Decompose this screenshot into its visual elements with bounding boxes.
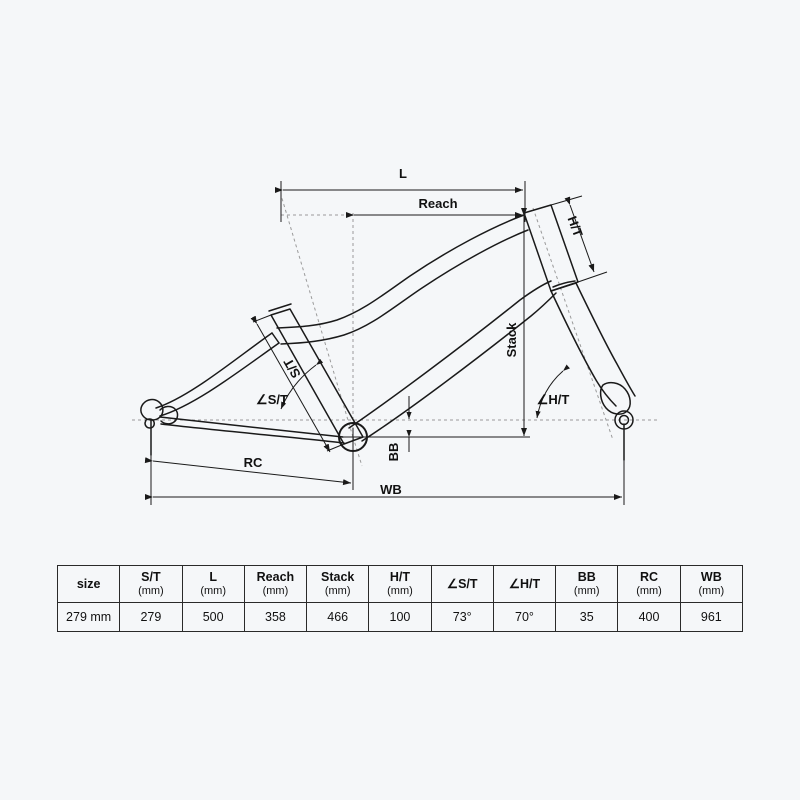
col-bb: BB (mm) (555, 565, 619, 603)
col-size: size (56, 565, 121, 603)
col-st: S/T (mm) (119, 565, 183, 603)
col-st-unit: (mm) (138, 584, 164, 597)
seat-tube-axis-lower (352, 436, 363, 467)
down-tube (348, 280, 557, 442)
cell-st-angle: 73° (430, 602, 494, 632)
cell-stack: 466 (306, 602, 370, 632)
cell-wb: 961 (679, 602, 744, 632)
col-ht-unit: (mm) (387, 584, 413, 597)
table-header-row: size S/T (mm) L (mm) Reach (mm) (56, 565, 744, 603)
col-reach-unit: (mm) (262, 584, 289, 597)
geometry-table: size S/T (mm) L (mm) Reach (mm) (56, 565, 744, 632)
angle-seat-tube-arc (280, 358, 324, 410)
col-wb: WB (mm) (679, 565, 744, 603)
diagram-background (0, 0, 800, 545)
col-rc-label: RC (639, 570, 659, 585)
col-reach-label: Reach (256, 570, 295, 585)
col-wb-unit: (mm) (698, 584, 725, 597)
geometry-table-body: 279 mm 279 500 358 466 100 73° 70° 35 40… (56, 602, 744, 632)
label-head-tube: H/T (565, 214, 586, 239)
label-seat-tube-angle: ∠S/T (256, 392, 288, 407)
cell-size: 279 mm (56, 602, 121, 632)
dimension-wheelbase (145, 428, 625, 505)
table-row: 279 mm 279 500 358 466 100 73° 70° 35 40… (56, 602, 744, 632)
label-reach: Reach (418, 196, 457, 211)
dimension-bb-drop (362, 396, 470, 452)
col-st-label: S/T (141, 570, 161, 585)
dimension-head-tube (550, 195, 608, 283)
col-size-label: size (76, 576, 101, 591)
label-bb-drop: BB (386, 443, 401, 462)
col-bb-label: BB (577, 570, 596, 585)
label-stack: Stack (504, 322, 519, 357)
fork-crown (552, 280, 576, 288)
cell-st: 279 (119, 602, 183, 632)
label-wheelbase: WB (380, 482, 402, 497)
col-stack-label: Stack (321, 570, 355, 585)
cell-reach: 358 (243, 602, 308, 632)
col-st-angle-label: ∠S/T (446, 576, 478, 591)
seat-tube-collar (268, 303, 292, 312)
dimension-stack (470, 208, 530, 438)
fork (550, 282, 636, 407)
col-ht-angle: ∠H/T (492, 565, 557, 603)
col-rc: RC (mm) (617, 565, 681, 603)
cell-ht-angle: 70° (492, 602, 557, 632)
cell-rc: 400 (617, 602, 681, 632)
dimension-labels: L Reach H/T Stack S/T ∠S/T ∠H/T BB RC WB (244, 166, 586, 497)
label-head-tube-angle: ∠H/T (537, 392, 570, 407)
col-reach: Reach (mm) (243, 565, 308, 603)
head-tube-axis (532, 207, 614, 441)
col-ht-label: H/T (389, 570, 411, 585)
label-length: L (399, 166, 407, 181)
cell-bb: 35 (555, 602, 619, 632)
frame-geometry-diagram: L Reach H/T Stack S/T ∠S/T ∠H/T BB RC WB (0, 0, 800, 545)
cell-l: 500 (181, 602, 245, 632)
col-stack: Stack (mm) (306, 565, 370, 603)
col-ht-angle-label: ∠H/T (508, 576, 541, 591)
dimension-lines (144, 181, 625, 505)
col-bb-unit: (mm) (573, 584, 600, 597)
col-l-unit: (mm) (200, 584, 226, 597)
frame-diagram-svg: L Reach H/T Stack S/T ∠S/T ∠H/T BB RC WB (0, 0, 800, 545)
col-l: L (mm) (181, 565, 245, 603)
angle-head-tube-arc (535, 364, 571, 419)
cell-ht: 100 (368, 602, 432, 632)
col-rc-unit: (mm) (636, 584, 662, 597)
col-st-angle: ∠S/T (430, 565, 494, 603)
col-l-label: L (209, 570, 217, 585)
col-stack-unit: (mm) (324, 584, 351, 597)
geometry-table-wrap: size S/T (mm) L (mm) Reach (mm) (56, 565, 744, 632)
label-rear-center: RC (244, 455, 263, 470)
geometry-table-head: size S/T (mm) L (mm) Reach (mm) (56, 565, 744, 603)
col-wb-label: WB (700, 570, 722, 585)
col-ht: H/T (mm) (368, 565, 432, 603)
